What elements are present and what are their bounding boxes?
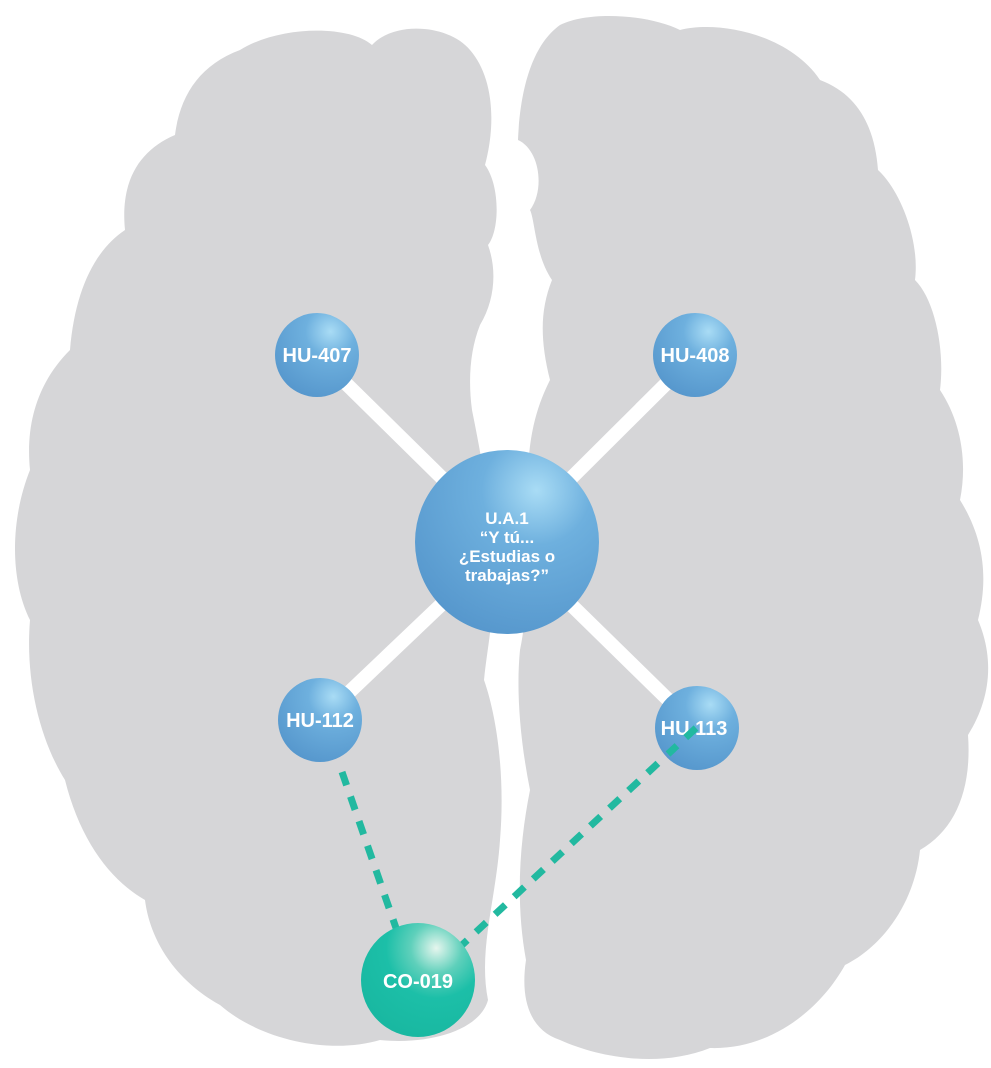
left-hemisphere [15,28,502,1046]
node-co019[interactable]: CO-019 [361,923,475,1037]
central-node-line-1: U.A.1 [485,509,528,528]
node-co019-label: CO-019 [383,971,453,993]
central-node-line-2: “Y tú... [480,528,534,547]
dashed-link-hu113 [459,725,699,948]
node-hu113[interactable]: HU 113 [655,686,739,770]
central-node[interactable]: U.A.1 “Y tú... ¿Estudias o trabajas?” [415,450,599,634]
dashed-links [338,725,699,948]
dashed-link-hu112 [338,770,400,930]
node-hu408[interactable]: HU-408 [653,313,737,397]
node-hu407-label: HU-407 [283,345,352,367]
node-hu407[interactable]: HU-407 [275,313,359,397]
right-hemisphere [518,15,989,1060]
central-node-line-4: trabajas?” [465,566,549,585]
central-node-line-3: ¿Estudias o [459,547,555,566]
node-hu112[interactable]: HU-112 [278,678,362,762]
node-hu112-label: HU-112 [286,710,354,732]
dashed-link-hu113-overlay [665,725,699,757]
node-hu408-label: HU-408 [661,345,730,367]
brain-outline [15,15,989,1060]
